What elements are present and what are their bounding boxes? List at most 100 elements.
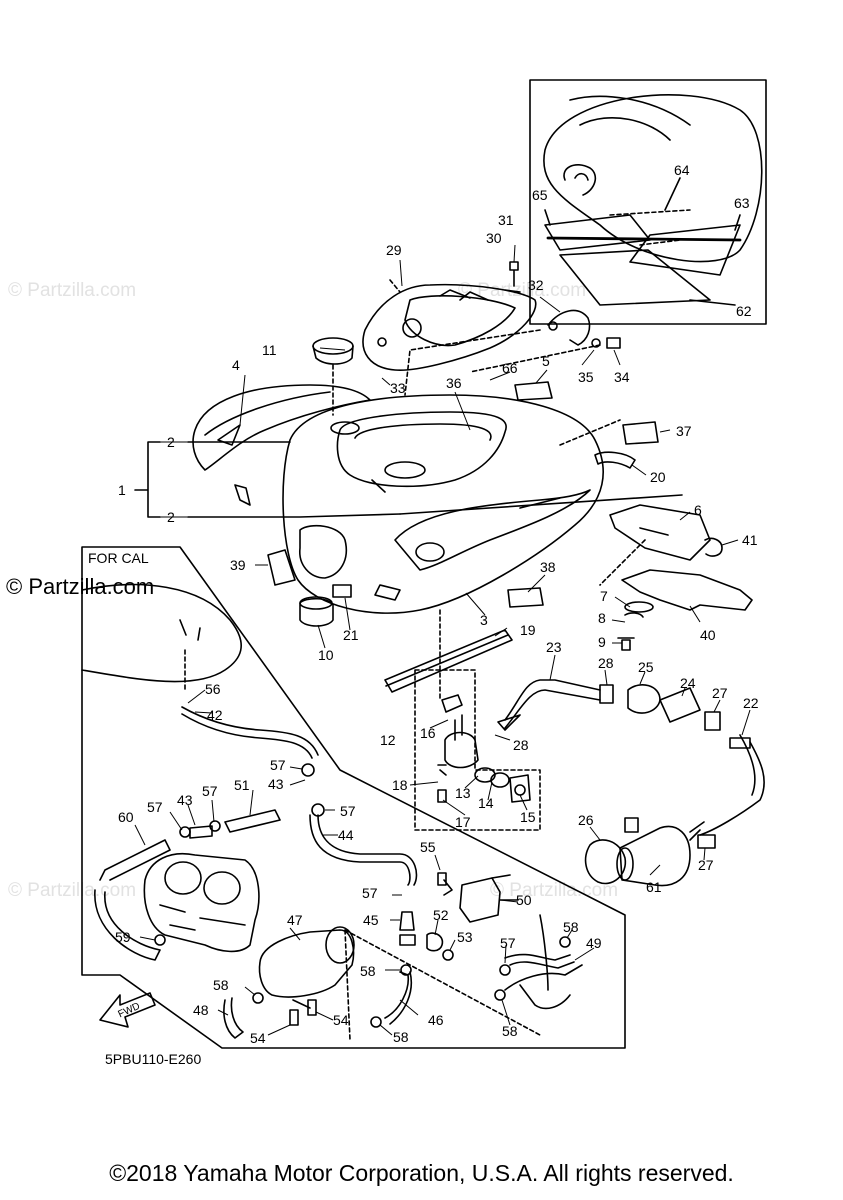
callout-47: 47 [287,912,303,928]
callout-40: 40 [700,627,716,643]
callout-22: 22 [743,695,759,711]
callout-2: 2 [167,509,175,525]
fuel-cock [444,731,479,769]
fuel-pump [619,825,691,887]
callout-13: 13 [455,785,471,801]
callout-44: 44 [338,827,354,843]
callout-42: 42 [207,707,223,723]
callout-7: 7 [600,588,608,604]
callout-64: 64 [674,162,690,178]
callout-2: 2 [167,434,175,450]
callout-52: 52 [433,907,449,923]
callout-21: 21 [343,627,359,643]
callout-57: 57 [147,799,163,815]
callout-31: 31 [498,212,514,228]
callout-35: 35 [578,369,594,385]
callout-57: 57 [362,885,378,901]
callout-58: 58 [213,977,229,993]
fuel-filter [659,687,701,723]
callout-50: 50 [516,892,532,908]
callout-57: 57 [340,803,356,819]
callout-61: 61 [646,879,662,895]
callout-54: 54 [250,1030,266,1046]
callout-58: 58 [360,963,376,979]
callout-4: 4 [232,357,240,373]
callout-8: 8 [598,610,606,626]
diagram-code: 5PBU110-E260 [105,1051,201,1067]
callout-27: 27 [698,857,714,873]
bracket [547,309,591,346]
charcoal-canister [258,929,355,998]
callout-20: 20 [650,469,666,485]
solenoid-valve [459,877,501,923]
callout-39: 39 [230,557,246,573]
callout-45: 45 [363,912,379,928]
callout-66: 66 [502,360,518,376]
cal-panel [81,546,626,1049]
callout-26: 26 [578,812,594,828]
callout-57: 57 [270,757,286,773]
callout-3: 3 [480,612,488,628]
callout-51: 51 [234,777,250,793]
rear-cover [362,283,537,371]
tank-emblem-right [394,489,591,571]
callout-63: 63 [734,195,750,211]
watermark: © Partzilla.com [458,280,587,301]
tank-emblem-left [192,384,371,471]
callout-19: 19 [520,622,536,638]
callout-23: 23 [546,639,562,655]
callout-43: 43 [268,776,284,792]
watermark: © Partzilla.com [8,280,137,301]
callout-38: 38 [540,559,556,575]
callout-12: 12 [380,732,396,748]
fuel-hose [504,679,601,721]
callout-9: 9 [598,634,606,650]
fuel-tank [282,394,604,614]
callout-10: 10 [318,647,334,663]
callout-34: 34 [614,369,630,385]
weatherstrip [384,629,513,693]
callout-57: 57 [202,783,218,799]
callout-1: 1 [118,482,126,498]
callout-18: 18 [392,777,408,793]
callout-58: 58 [393,1029,409,1045]
cal-label: FOR CAL [88,550,149,566]
tank-mount-bracket [609,504,711,561]
callout-54: 54 [333,1012,349,1028]
callout-33: 33 [390,380,406,396]
callout-17: 17 [455,814,471,830]
callout-49: 49 [586,935,602,951]
inset-frame [529,79,767,325]
callout-11: 11 [262,342,277,358]
callout-48: 48 [193,1002,209,1018]
callout-55: 55 [420,839,436,855]
callout-46: 46 [428,1012,444,1028]
callout-28: 28 [513,737,529,753]
carburetor [143,853,260,953]
tank-inset-outline [543,94,763,263]
callout-6: 6 [694,502,702,518]
callout-32: 32 [528,277,544,293]
callout-5: 5 [542,353,550,369]
callout-36: 36 [446,375,462,391]
callout-62: 62 [736,303,752,319]
callout-27: 27 [712,685,728,701]
callout-37: 37 [676,423,692,439]
callout-25: 25 [638,659,654,675]
callout-14: 14 [478,795,494,811]
pad-63 [629,224,741,276]
callout-15: 15 [520,809,536,825]
callout-58: 58 [502,1023,518,1039]
brand-mark: © Partzilla.com [6,574,155,599]
callout-30: 30 [486,230,502,246]
callout-57: 57 [500,935,516,951]
fuel-cap [312,337,354,355]
callout-28: 28 [598,655,614,671]
callout-43: 43 [177,792,193,808]
callout-58: 58 [563,919,579,935]
callout-41: 41 [742,532,758,548]
callout-53: 53 [457,929,473,945]
fwd-arrow [99,992,156,1028]
callout-56: 56 [205,681,221,697]
